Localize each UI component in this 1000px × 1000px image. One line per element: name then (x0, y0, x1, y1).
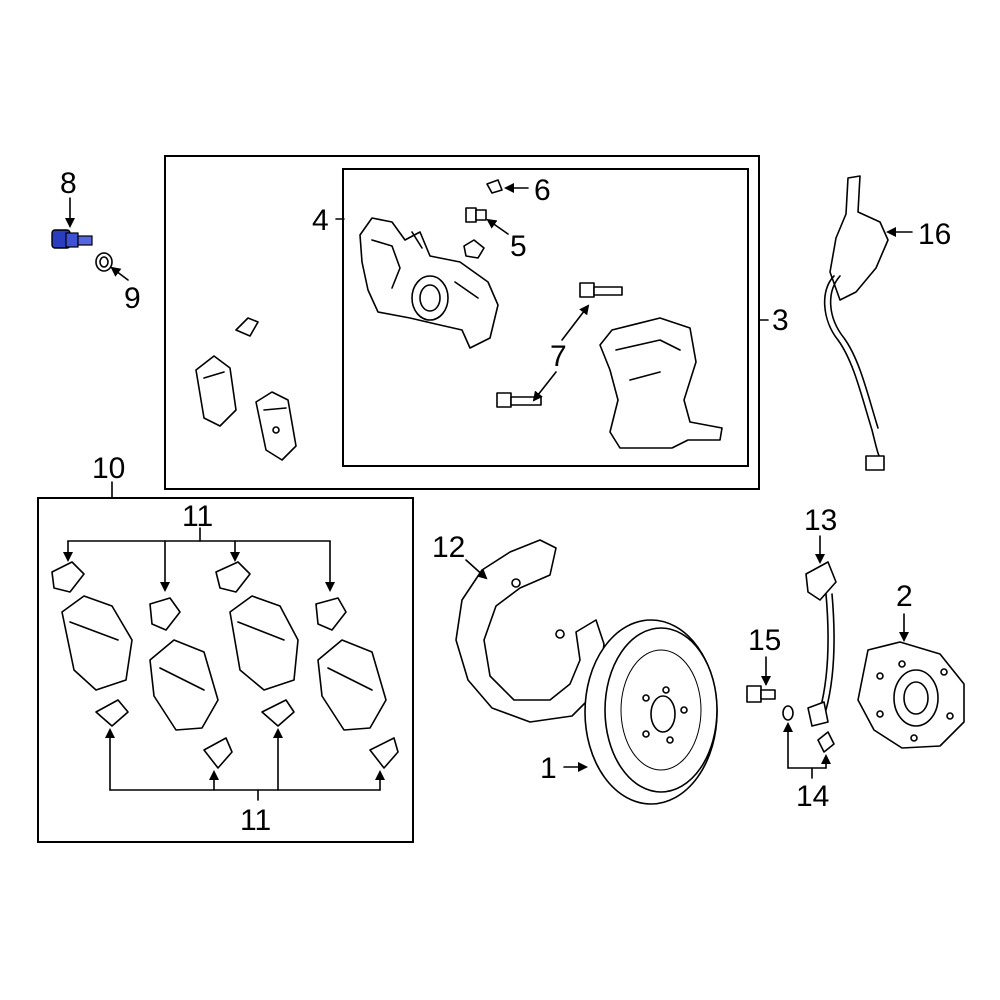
pad-clip-2[interactable] (149, 597, 181, 631)
pad-clip-7[interactable] (261, 699, 295, 727)
leader-11-top (63, 527, 335, 592)
callout-13[interactable]: 13 (804, 504, 837, 537)
callout-4[interactable]: 4 (312, 204, 329, 237)
callout-11-bottom[interactable]: 11 (240, 804, 271, 837)
kit-pad-4[interactable] (317, 639, 387, 731)
part-9-washer[interactable] (95, 252, 113, 272)
pad-clip-6[interactable] (203, 737, 233, 769)
kit-pad-3[interactable] (229, 595, 299, 691)
caliper-pad-clip[interactable] (235, 317, 259, 337)
pad-clip-4[interactable] (315, 597, 347, 631)
pad-clip-5[interactable] (95, 699, 129, 727)
callout-6[interactable]: 6 (534, 174, 551, 207)
part-7-slide-pin-lower[interactable] (496, 392, 542, 408)
part-8-bolt[interactable] (51, 229, 93, 249)
caliper-bracket[interactable] (599, 317, 723, 449)
caliper-inner-box (342, 168, 749, 467)
part-2-hub[interactable] (857, 641, 965, 749)
part-7-slide-pin-upper[interactable] (579, 282, 623, 298)
pad-clip-8[interactable] (369, 737, 399, 769)
kit-pad-2[interactable] (149, 639, 219, 731)
pad-clip-1[interactable] (51, 561, 85, 593)
part-1-rotor[interactable] (584, 619, 718, 805)
callout-2[interactable]: 2 (896, 580, 913, 613)
pad-clip-3[interactable] (215, 561, 251, 593)
callout-1[interactable]: 1 (540, 752, 557, 785)
leader-12 (465, 559, 488, 580)
caliper-pad-outer[interactable] (255, 391, 297, 461)
part-6-clip[interactable] (486, 179, 503, 194)
kit-pad-1[interactable] (61, 595, 133, 691)
part-5-bleeder[interactable] (463, 207, 487, 259)
leader-7a (561, 304, 590, 341)
part-15-bolt[interactable] (746, 685, 776, 703)
callout-8[interactable]: 8 (60, 167, 77, 200)
leader-5 (486, 218, 509, 235)
callout-12[interactable]: 12 (432, 531, 465, 564)
part-13-speed-sensor[interactable] (805, 561, 837, 727)
callout-16[interactable]: 16 (918, 218, 951, 251)
callout-11-top[interactable]: 11 (182, 500, 213, 533)
pad-kit-box (37, 497, 414, 843)
part-12-dust-shield[interactable] (455, 539, 605, 723)
leader-7b (532, 371, 557, 402)
callout-15[interactable]: 15 (748, 624, 781, 657)
callout-10[interactable]: 10 (92, 452, 125, 485)
part-16-harness[interactable] (823, 175, 889, 471)
part-14-washer[interactable] (782, 705, 794, 721)
leader-14 (783, 722, 831, 779)
callout-14[interactable]: 14 (796, 780, 829, 813)
part-4-caliper[interactable] (359, 217, 499, 349)
callout-3[interactable]: 3 (772, 304, 789, 337)
callout-7[interactable]: 7 (550, 340, 567, 373)
caliper-assembly-box (164, 155, 760, 490)
caliper-pad-inner[interactable] (195, 355, 237, 427)
part-14-clip[interactable] (817, 731, 835, 753)
callout-5[interactable]: 5 (510, 230, 527, 263)
leader-11-bottom (105, 728, 385, 801)
callout-9[interactable]: 9 (124, 282, 141, 315)
leader-9 (110, 266, 129, 281)
